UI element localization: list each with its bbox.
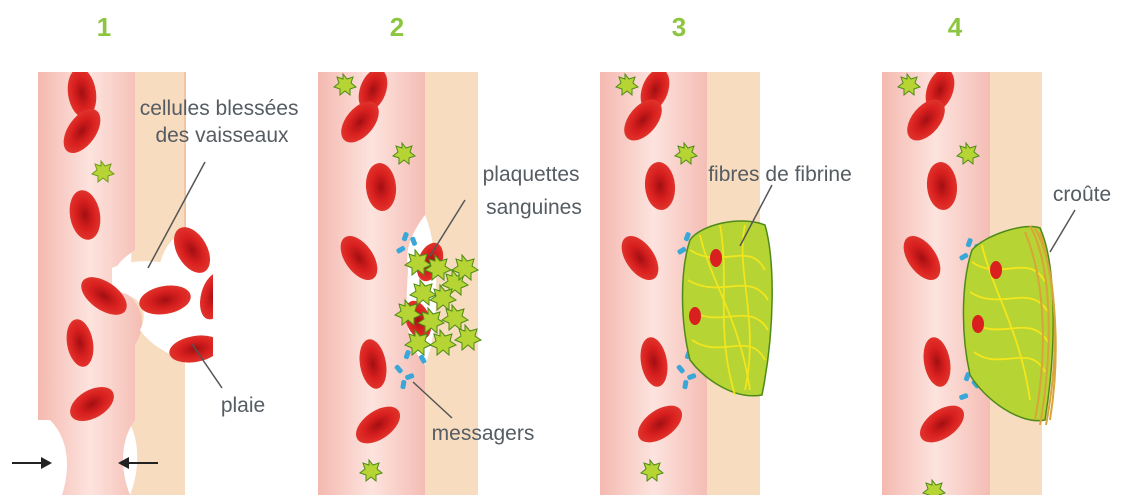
step-number-4: 4 [948,12,963,42]
step-number-2: 2 [390,12,404,42]
label-wound: plaie [221,394,265,417]
label-crust: croûte [1053,183,1111,206]
panel-3: 3 [600,12,852,495]
label-platelets: plaquettes sanguines [483,163,586,219]
panel-1: 1 [12,12,304,495]
step-number-1: 1 [97,12,111,42]
panel-4: 4 [882,12,1111,495]
label-fibrin: fibres de fibrine [708,163,852,186]
step-number-3: 3 [672,12,686,42]
panel-2: 2 [318,12,585,495]
label-messengers: messagers [432,422,535,445]
